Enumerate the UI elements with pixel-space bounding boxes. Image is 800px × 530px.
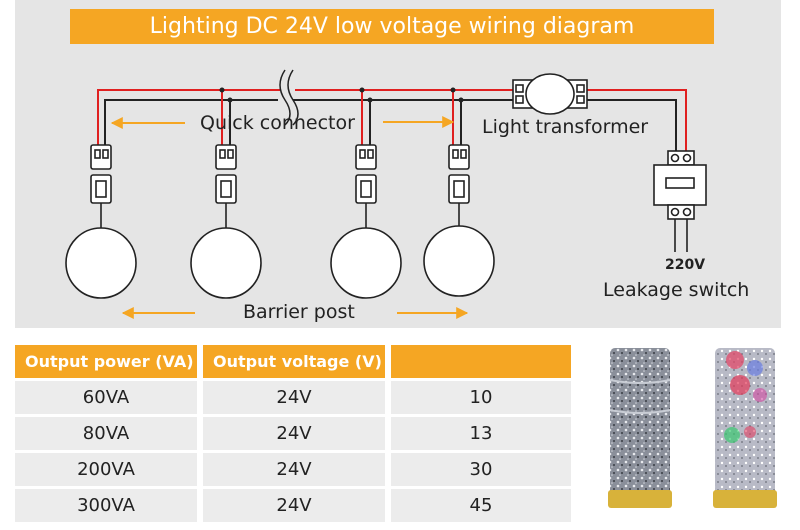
barrier-post-2 [190, 144, 262, 299]
barrier-post-photo-off [608, 348, 672, 508]
header-output-power: Output power (VA) [15, 345, 203, 378]
diagram-title: Lighting DC 24V low voltage wiring diagr… [70, 9, 714, 44]
table-cell: 24V [203, 414, 391, 450]
leakage-switch-label: Leakage switch [603, 279, 750, 301]
wire-break-mark [279, 69, 299, 126]
live-wire [97, 89, 687, 155]
table-cell: 80VA [15, 414, 203, 450]
light-transformer-label: Light transformer [482, 116, 649, 138]
table-row: 200VA 24V 30 [15, 450, 571, 486]
table-cell: 24V [203, 378, 391, 414]
barrier-post-1 [65, 144, 137, 299]
output-specs-table: Output power (VA) Output voltage (V) 60V… [15, 345, 571, 522]
table-row: 80VA 24V 13 [15, 414, 571, 450]
junction-dots [219, 87, 464, 103]
product-photos [608, 348, 777, 508]
table-cell: 13 [391, 414, 571, 450]
header-output-voltage: Output voltage (V) [203, 345, 391, 378]
quick-connector-label: Quick connector [200, 112, 355, 134]
branch-wires [221, 90, 462, 145]
light-transformer-icon [512, 73, 588, 115]
flow-arrows [110, 116, 469, 319]
table-header-row: Output power (VA) Output voltage (V) [15, 345, 571, 378]
table-row: 300VA 24V 45 [15, 486, 571, 522]
table-cell: 60VA [15, 378, 203, 414]
table-cell: 10 [391, 378, 571, 414]
table-cell: 30 [391, 450, 571, 486]
barrier-post-3 [330, 144, 402, 299]
table-cell: 24V [203, 486, 391, 522]
wiring-diagram [65, 69, 707, 319]
barrier-post-4 [423, 144, 495, 297]
table-row: 60VA 24V 10 [15, 378, 571, 414]
neutral-wire [104, 99, 677, 155]
barrier-post-photo-on [713, 348, 777, 508]
table-cell: 300VA [15, 486, 203, 522]
table-cell: 200VA [15, 450, 203, 486]
table-cell: 45 [391, 486, 571, 522]
table-cell: 24V [203, 450, 391, 486]
voltage-220-label: 220V [665, 257, 706, 273]
header-third [391, 345, 571, 378]
leakage-switch-icon [653, 150, 707, 252]
barrier-post-label: Barrier post [243, 301, 355, 323]
